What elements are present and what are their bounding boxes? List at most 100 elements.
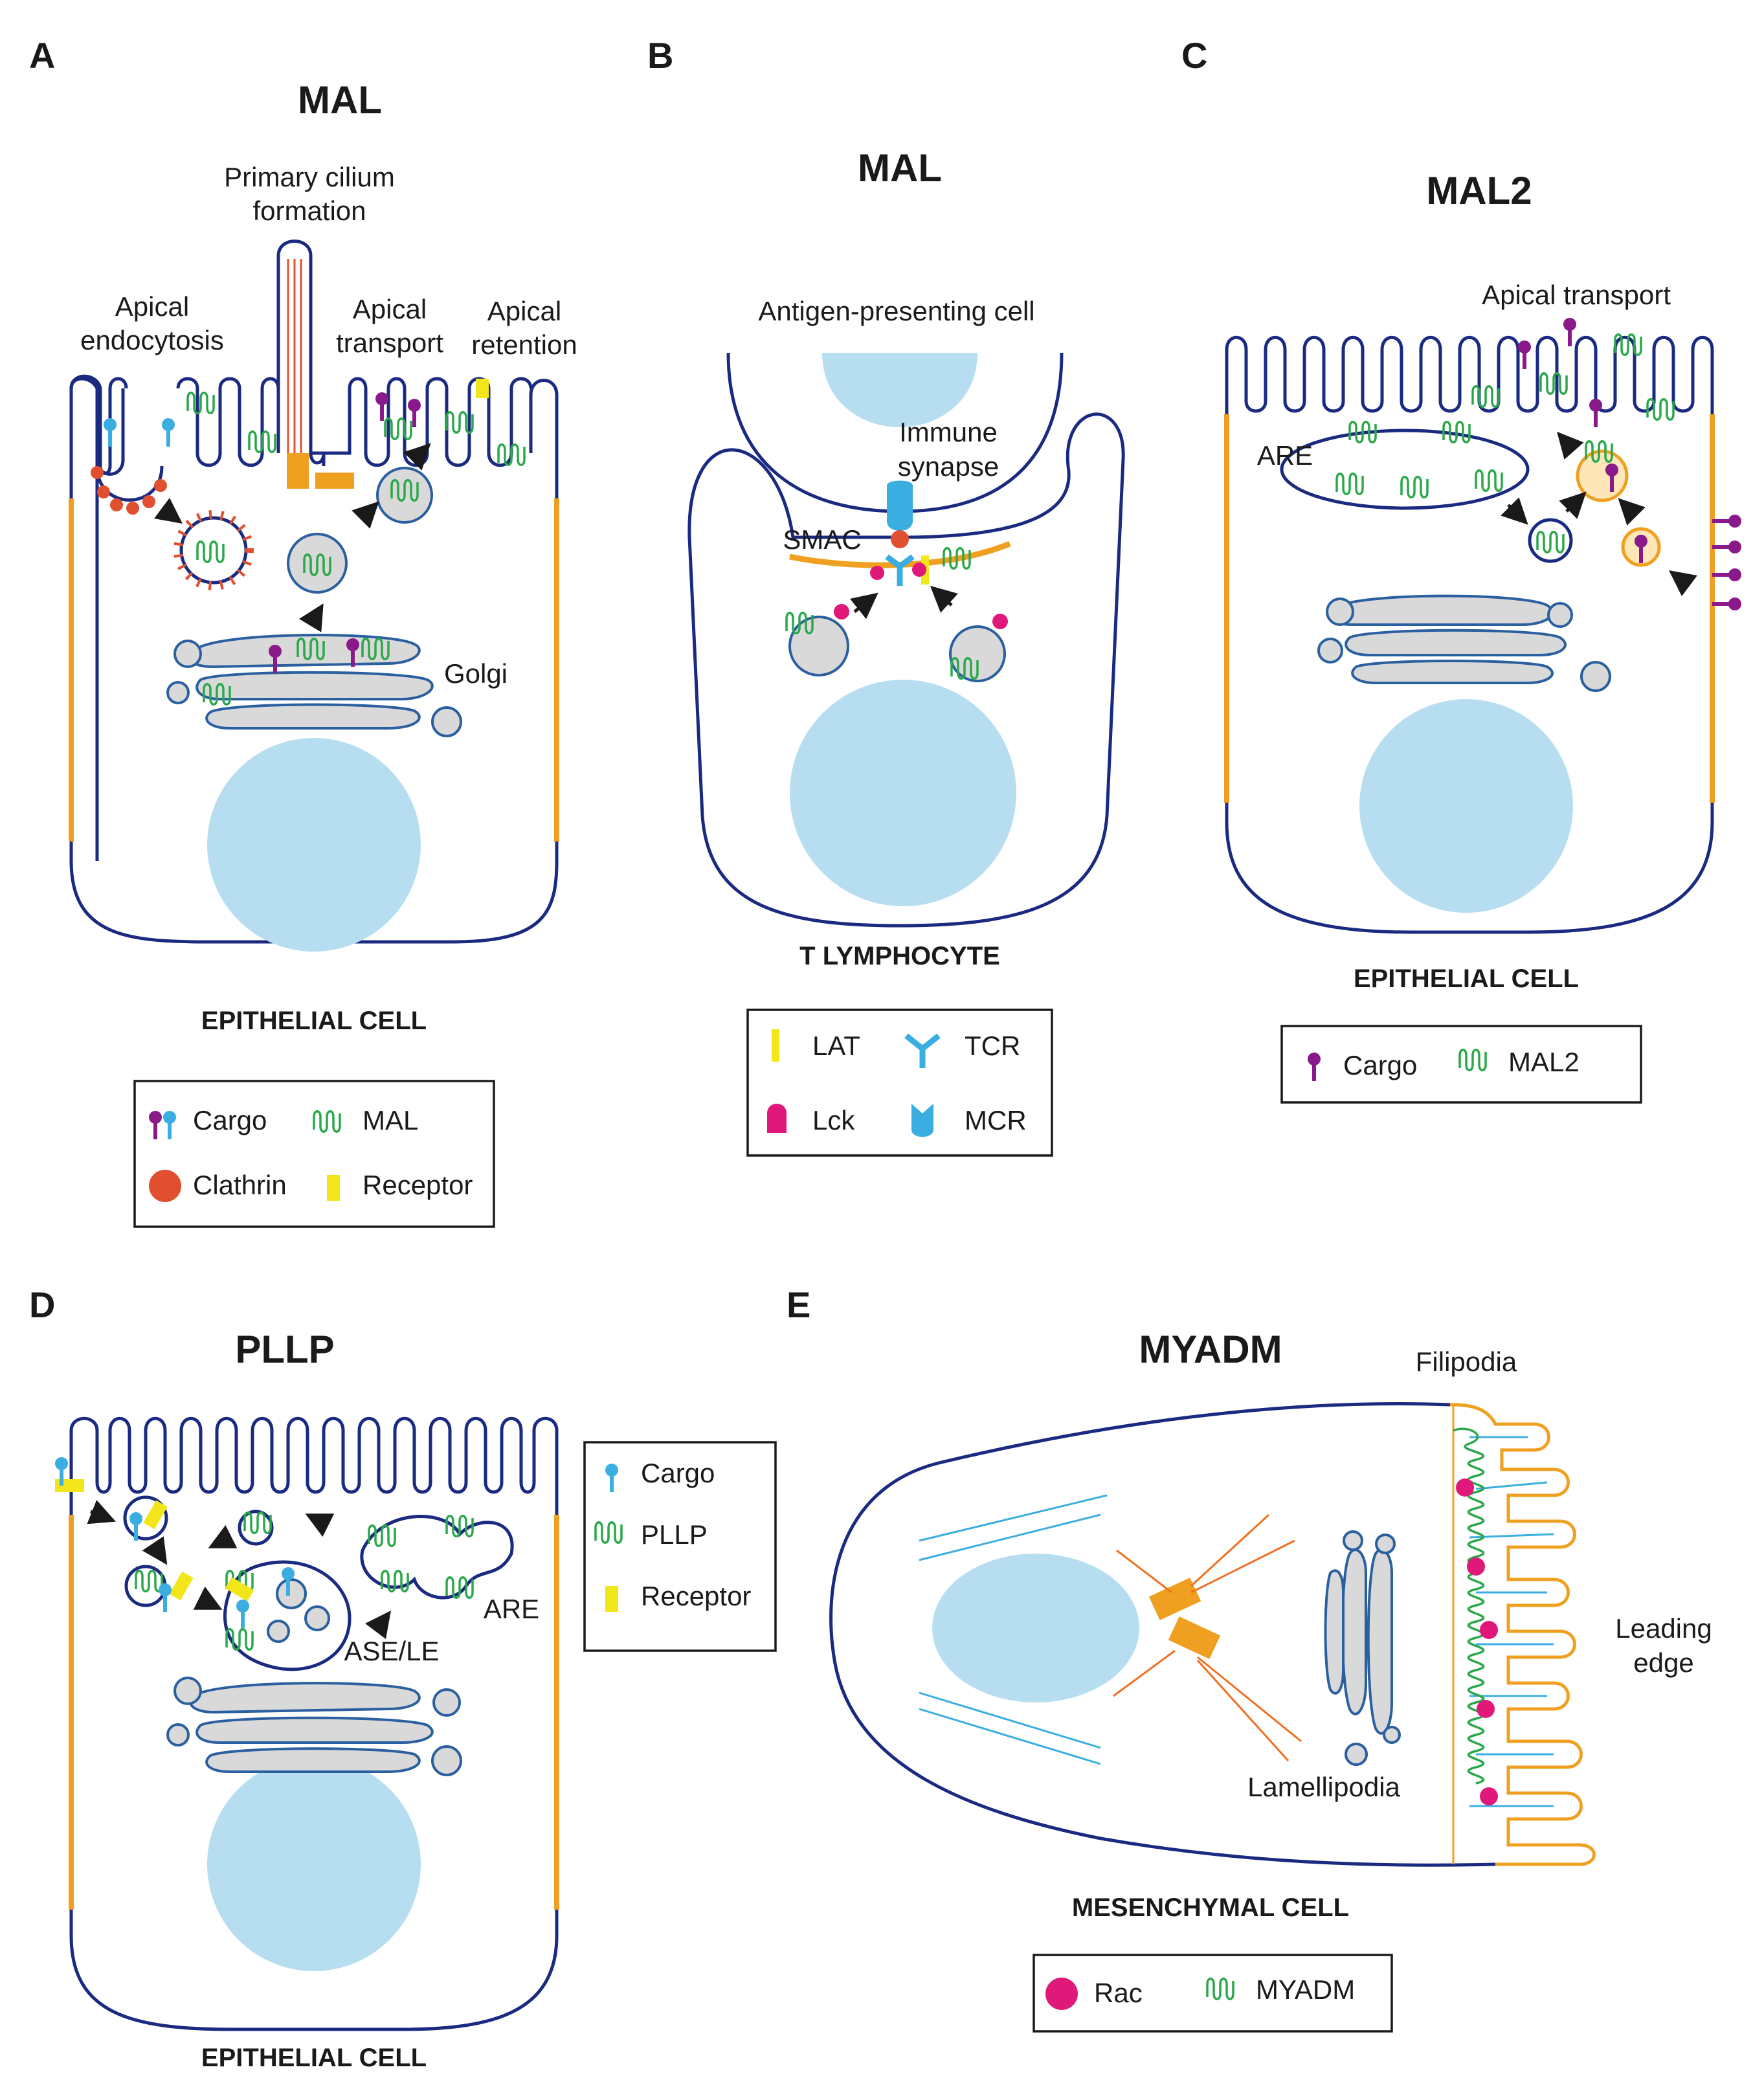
are-compartment-d	[360, 1515, 514, 1600]
label-apical-transport-2: transport	[336, 328, 443, 358]
mcr-icon	[911, 1104, 933, 1137]
label-leading-edge-1: Leading	[1615, 1613, 1712, 1644]
label-are-d: ARE	[484, 1594, 539, 1624]
lat-icon	[772, 1029, 779, 1062]
legend-a-clathrin: Clathrin	[193, 1170, 287, 1200]
rac-dot	[1456, 1479, 1474, 1497]
epithelial-cell-outline-c	[1225, 335, 1714, 934]
legend-a-cargo: Cargo	[193, 1105, 267, 1135]
lamellipodia-fibers	[1469, 1436, 1554, 1807]
legend-d: Cargo PLLP Receptor	[583, 1441, 777, 1652]
rac-dot	[1477, 1700, 1495, 1718]
cell-type-a: EPITHELIAL CELL	[201, 1007, 427, 1035]
label-immune-synapse-2: synapse	[898, 451, 999, 482]
label-primary-cilium-1: Primary cilium	[224, 162, 395, 192]
label-are-c: ARE	[1257, 440, 1313, 471]
legend-d-receptor: Receptor	[641, 1581, 751, 1611]
primary-cilium	[276, 240, 352, 466]
label-smac: SMAC	[783, 524, 861, 555]
panel-a: A MAL Primary cilium formation Apical en…	[29, 35, 577, 1228]
tcr	[885, 554, 915, 586]
cell-type-d: EPITHELIAL CELL	[201, 2044, 427, 2072]
legend-b: LAT TCR Lck MCR	[746, 1009, 1053, 1157]
label-filipodia: Filipodia	[1416, 1346, 1517, 1377]
panel-letter-a: A	[29, 35, 55, 76]
label-apc: Antigen-presenting cell	[758, 296, 1034, 326]
mtoc	[1113, 1513, 1302, 1762]
t-cell-membrane	[687, 412, 1125, 928]
microvilli-a	[95, 388, 125, 476]
rac-icon	[1045, 1978, 1078, 2010]
label-lamellipodia: Lamellipodia	[1247, 1772, 1400, 1802]
label-leading-edge-2: edge	[1633, 1647, 1693, 1678]
label-primary-cilium-2: formation	[252, 195, 366, 226]
golgi-e	[1324, 1530, 1401, 1766]
receptor-retention	[476, 379, 489, 398]
apc-nucleus	[822, 353, 977, 427]
panel-e-title: MYADM	[1139, 1328, 1282, 1371]
apical-surface-a	[69, 377, 533, 467]
rac-dot	[1467, 1557, 1485, 1576]
clathrin-pit	[91, 465, 167, 515]
stress-fibers	[919, 1494, 1108, 1765]
panel-letter-e: E	[787, 1284, 810, 1325]
tcr-icon	[904, 1033, 941, 1068]
panel-d-title: PLLP	[235, 1328, 334, 1371]
epithelial-cell-outline-d	[69, 1416, 559, 2031]
legend-e-myadm: MYADM	[1256, 1974, 1355, 2005]
label-apical-endocytosis-2: endocytosis	[80, 325, 224, 355]
label-golgi: Golgi	[444, 658, 508, 689]
basolateral-cargo	[1712, 515, 1741, 610]
legend-c-cargo: Cargo	[1343, 1050, 1417, 1080]
panel-c: C MAL2 Apical transport ARE	[1181, 35, 1741, 1104]
nucleus-c	[1359, 699, 1573, 913]
golgi-c	[1317, 594, 1611, 692]
mcr	[887, 480, 913, 531]
legend-d-pllp: PLLP	[641, 1519, 708, 1550]
cell-type-b: T LYMPHOCYTE	[799, 942, 1000, 970]
legend-a-receptor: Receptor	[363, 1170, 473, 1200]
receptor-icon-d	[605, 1586, 618, 1612]
legend-d-cargo: Cargo	[641, 1458, 715, 1488]
are-compartment-c	[1280, 429, 1530, 510]
legend-b-lck: Lck	[812, 1105, 855, 1135]
clathrin-icon	[149, 1170, 181, 1202]
label-apical-retention-2: retention	[471, 329, 577, 360]
myadm-coils	[1453, 1427, 1485, 1785]
t-cell-nucleus	[790, 680, 1016, 906]
receptor-icon	[327, 1175, 340, 1201]
nucleus-a	[207, 738, 421, 952]
panel-e: E MYADM Filipodia Leading edge	[787, 1284, 1712, 2033]
label-immune-synapse-1: Immune	[899, 417, 998, 447]
nucleus-e	[932, 1554, 1139, 1702]
panel-d: D PLLP ASE/LE ARE	[29, 1284, 777, 2072]
panel-a-title: MAL	[298, 78, 382, 122]
panel-c-title: MAL2	[1426, 169, 1532, 212]
legend-a-mal: MAL	[363, 1105, 418, 1135]
clathrin-vesicle	[173, 510, 254, 590]
epithelial-membrane-a	[69, 374, 99, 861]
legend-b-tcr: TCR	[965, 1031, 1020, 1061]
label-apical-retention-1: Apical	[487, 296, 561, 326]
panel-b: B MAL Antigen-presenting cell SMAC Immun…	[647, 35, 1125, 1157]
ase-le-compartment	[223, 1560, 352, 1671]
label-apical-transport-c: Apical transport	[1482, 280, 1671, 310]
rac-dot	[1480, 1621, 1498, 1639]
legend-a: Cargo MAL Clathrin Receptor	[133, 1080, 495, 1228]
panel-letter-b: B	[647, 35, 673, 76]
legend-e: Rac MYADM	[1033, 1954, 1393, 2033]
legend-c-mal2: MAL2	[1508, 1047, 1580, 1077]
legend-c: Cargo MAL2	[1280, 1025, 1642, 1104]
golgi-d	[166, 1677, 462, 1776]
cell-type-e: MESENCHYMAL CELL	[1072, 1893, 1349, 1922]
panel-letter-c: C	[1181, 35, 1207, 76]
panel-letter-d: D	[29, 1284, 55, 1325]
legend-b-mcr: MCR	[965, 1105, 1027, 1135]
legend-b-lat: LAT	[812, 1031, 860, 1061]
label-ase-le: ASE/LE	[344, 1636, 439, 1666]
golgi-a	[166, 634, 462, 737]
lamellipodia-edge	[1450, 1403, 1596, 1866]
cell-type-c: EPITHELIAL CELL	[1354, 965, 1579, 993]
lck-icon	[767, 1104, 787, 1133]
